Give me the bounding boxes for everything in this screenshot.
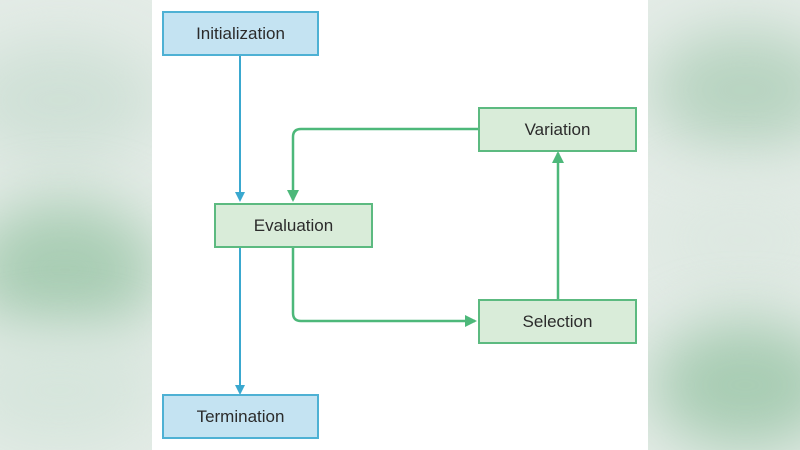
edge-variation-to-evaluation (287, 127, 478, 202)
edge-evaluation-to-selection (291, 248, 477, 327)
node-selection: Selection (478, 299, 637, 344)
node-initialization: Initialization (162, 11, 319, 56)
node-variation: Variation (478, 107, 637, 152)
node-initialization-label: Initialization (196, 23, 285, 43)
diagram-panel: Initialization Evaluation Termination Va… (152, 0, 648, 450)
node-termination-label: Termination (196, 406, 285, 426)
flow-edges (235, 56, 564, 395)
node-variation-label: Variation (524, 119, 591, 139)
node-termination: Termination (162, 394, 319, 439)
node-selection-label: Selection (522, 311, 593, 331)
node-evaluation: Evaluation (214, 203, 373, 248)
node-evaluation-label: Evaluation (253, 215, 334, 235)
